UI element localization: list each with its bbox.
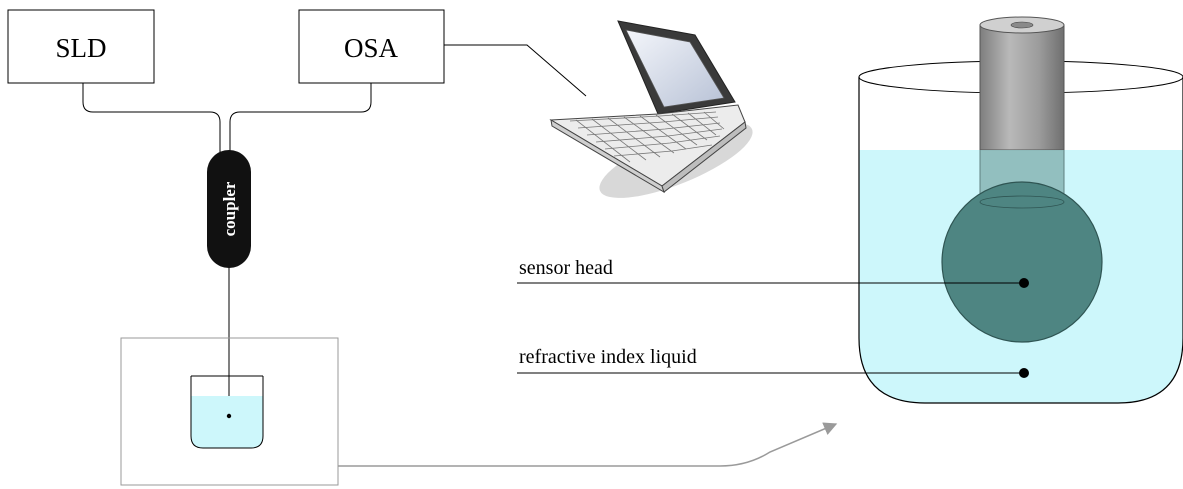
osa-label: OSA <box>344 33 399 63</box>
laptop-icon <box>549 20 753 198</box>
coupler-label: coupler <box>220 181 239 236</box>
zoom-arrow <box>338 422 838 467</box>
sld-box: SLD <box>7 9 155 84</box>
sensor-head-callout: sensor head <box>517 257 1024 284</box>
liquid-callout: refractive index liquid <box>517 346 1029 378</box>
liquid-label: refractive index liquid <box>519 346 697 368</box>
sample-inset <box>120 337 339 486</box>
sensor-rod <box>979 16 1065 206</box>
sld-label: SLD <box>55 33 106 63</box>
osa-box: OSA <box>298 9 445 84</box>
sensor-head <box>941 181 1103 343</box>
laptop-cable <box>444 44 587 97</box>
coupler: coupler <box>207 150 251 268</box>
sensor-head-label: sensor head <box>519 257 613 279</box>
fiber-lines <box>82 83 372 415</box>
